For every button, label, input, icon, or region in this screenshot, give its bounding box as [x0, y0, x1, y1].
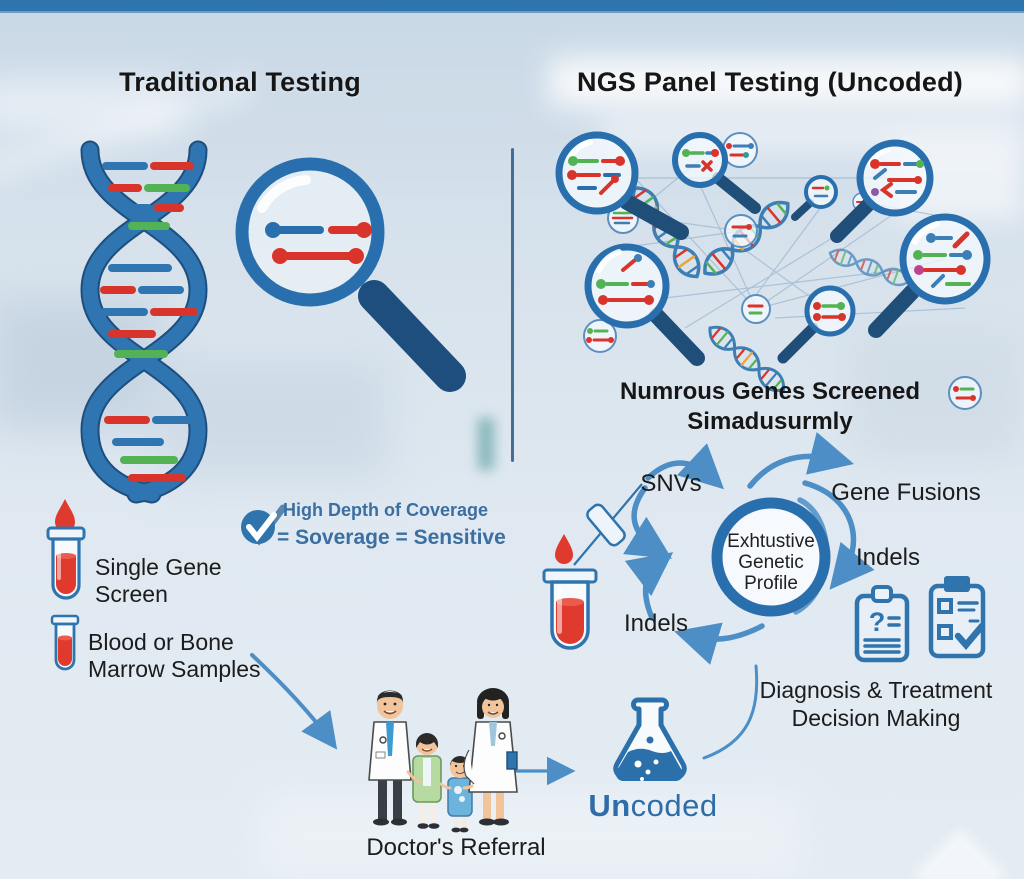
hub-line3: Profile	[744, 573, 798, 594]
brand-prefix: Un	[588, 788, 631, 823]
ngs-subtitle: Numrous Genes Screened Simadusurmly	[580, 377, 960, 437]
outcome-line2: Decision Making	[791, 705, 961, 731]
single-gene-label: Single Gene Screen	[95, 554, 222, 608]
magnifier-d	[868, 213, 991, 338]
ngs-cluster-illustration	[555, 131, 991, 410]
label-indels-left: Indels	[624, 610, 688, 637]
single-gene-line1: Single Gene	[95, 554, 222, 580]
samples-label: Blood or Bone Marrow Samples	[88, 629, 261, 683]
referral-label: Doctor's Referral	[366, 834, 546, 861]
samples-line2: Marrow Samples	[88, 656, 261, 682]
marrow-sample-tube-icon	[50, 614, 80, 671]
bg-corner-triangle	[914, 828, 1006, 879]
clipboard-checklist-icon	[928, 576, 986, 659]
magnifier-e	[584, 243, 705, 366]
samples-line1: Blood or Bone	[88, 629, 234, 655]
label-snvs: SNVs	[640, 470, 701, 497]
blood-drop-icon	[55, 499, 75, 532]
label-indels-right: Indels	[856, 544, 920, 571]
arrow-samples-to-family	[250, 653, 338, 750]
question-glyph: ?	[869, 607, 886, 637]
outcome-line1: Diagnosis & Treatment	[759, 677, 993, 703]
hub-line2: Genetic	[738, 552, 803, 573]
left-panel-title: Traditional Testing	[119, 67, 361, 97]
ngs-subtitle-line1: Numrous Genes Screened	[619, 378, 921, 405]
blood-drop-icon	[555, 534, 573, 564]
magnifier-c	[830, 139, 934, 243]
single-gene-line2: Screen	[95, 581, 168, 607]
sample-tube-center	[542, 483, 643, 650]
top-accent-bar	[0, 0, 1024, 13]
brand-suffix: coded	[630, 788, 718, 823]
ngs-subtitle-line2: Simadusurmly	[687, 408, 853, 435]
magnifier-b	[672, 132, 761, 214]
syringe-icon	[573, 483, 643, 566]
genetic-profile-hub: Exhtustive Genetic Profile SNVs Gene Fus…	[623, 431, 981, 665]
coverage-note-line1: High Depth of Coverage	[283, 500, 489, 520]
brand-uncoded: Uncoded	[570, 788, 736, 824]
checkmark-icon	[241, 504, 287, 546]
family-illustration	[368, 688, 518, 833]
outcome-label: Diagnosis & Treatment Decision Making	[740, 676, 1012, 732]
mother-doctor	[463, 688, 518, 826]
magnifier-g	[791, 175, 838, 221]
clipboard-question-icon: ?	[854, 585, 910, 663]
test-tube-icon	[542, 568, 598, 650]
label-gene-fusions: Gene Fusions	[831, 479, 980, 506]
hub-line1: Exhtustive	[727, 531, 815, 552]
bg-teal-equipment	[478, 418, 494, 470]
magnifier-f	[777, 285, 856, 364]
daughter	[412, 733, 442, 829]
father-doctor	[368, 690, 412, 826]
single-gene-tube-icon	[46, 526, 86, 600]
right-panel-title: NGS Panel Testing (Uncoded)	[577, 67, 963, 97]
dna-helix-icon	[80, 140, 208, 504]
flask-icon	[613, 697, 687, 781]
magnifier-a	[555, 131, 689, 240]
left-sample-tubes	[46, 499, 86, 671]
panel-divider	[511, 148, 514, 462]
coverage-note-line2: = Soverage = Sensitive	[277, 526, 506, 549]
single-gene-magnifier-icon	[235, 157, 466, 392]
